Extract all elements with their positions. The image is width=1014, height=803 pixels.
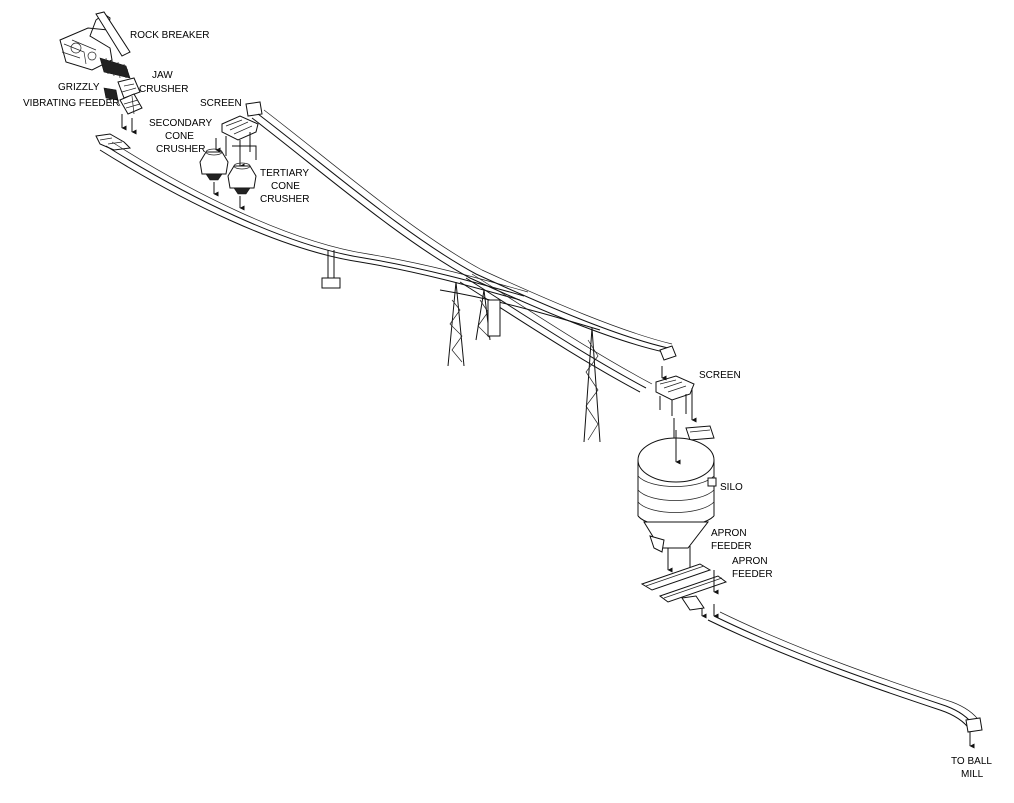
label-apron-feeder-1: FEEDER xyxy=(711,541,752,552)
label-secondary-crusher: CRUSHER xyxy=(156,144,205,155)
label-rock-breaker: ROCK BREAKER xyxy=(130,30,209,41)
label-screen-upper: SCREEN xyxy=(200,98,242,109)
conveyor-screen-to-right xyxy=(245,101,677,361)
label-tertiary-cone: CONE xyxy=(271,181,300,192)
labels: ROCK BREAKER JAW CRUSHER GRIZZLY VIBRATI… xyxy=(23,30,992,780)
label-tertiary: TERTIARY xyxy=(260,168,309,179)
label-apron-2: APRON xyxy=(732,556,768,567)
vibrating-feeder xyxy=(103,87,121,107)
conveyor-to-lower-screen xyxy=(439,273,653,393)
label-silo: SILO xyxy=(720,482,743,493)
tertiary-cone-crushers xyxy=(199,148,257,211)
label-tertiary-crusher: CRUSHER xyxy=(260,194,309,205)
label-apron-feeder-2: FEEDER xyxy=(732,569,773,580)
upper-screen xyxy=(215,115,259,169)
silo xyxy=(637,430,717,553)
label-jaw: JAW xyxy=(152,70,173,81)
apron-feeders xyxy=(640,546,728,603)
label-jaw-crusher: CRUSHER xyxy=(139,84,188,95)
jaw-crusher xyxy=(117,77,141,99)
label-to-ball: TO BALL xyxy=(951,756,992,767)
label-mill: MILL xyxy=(961,769,984,780)
trestles xyxy=(321,250,601,443)
label-vibrating-feeder: VIBRATING FEEDER xyxy=(23,98,120,109)
conveyor-crusher-discharge xyxy=(95,133,529,301)
conveyor-to-ball-mill xyxy=(681,595,983,749)
label-screen-lower: SCREEN xyxy=(699,370,741,381)
label-grizzly: GRIZZLY xyxy=(58,82,100,93)
secondary-cone-crusher xyxy=(119,93,143,135)
grizzly xyxy=(99,57,131,79)
label-apron-1: APRON xyxy=(711,528,747,539)
label-secondary: SECONDARY xyxy=(149,118,212,129)
label-secondary-cone: CONE xyxy=(165,131,194,142)
rock-breaker xyxy=(59,11,131,71)
